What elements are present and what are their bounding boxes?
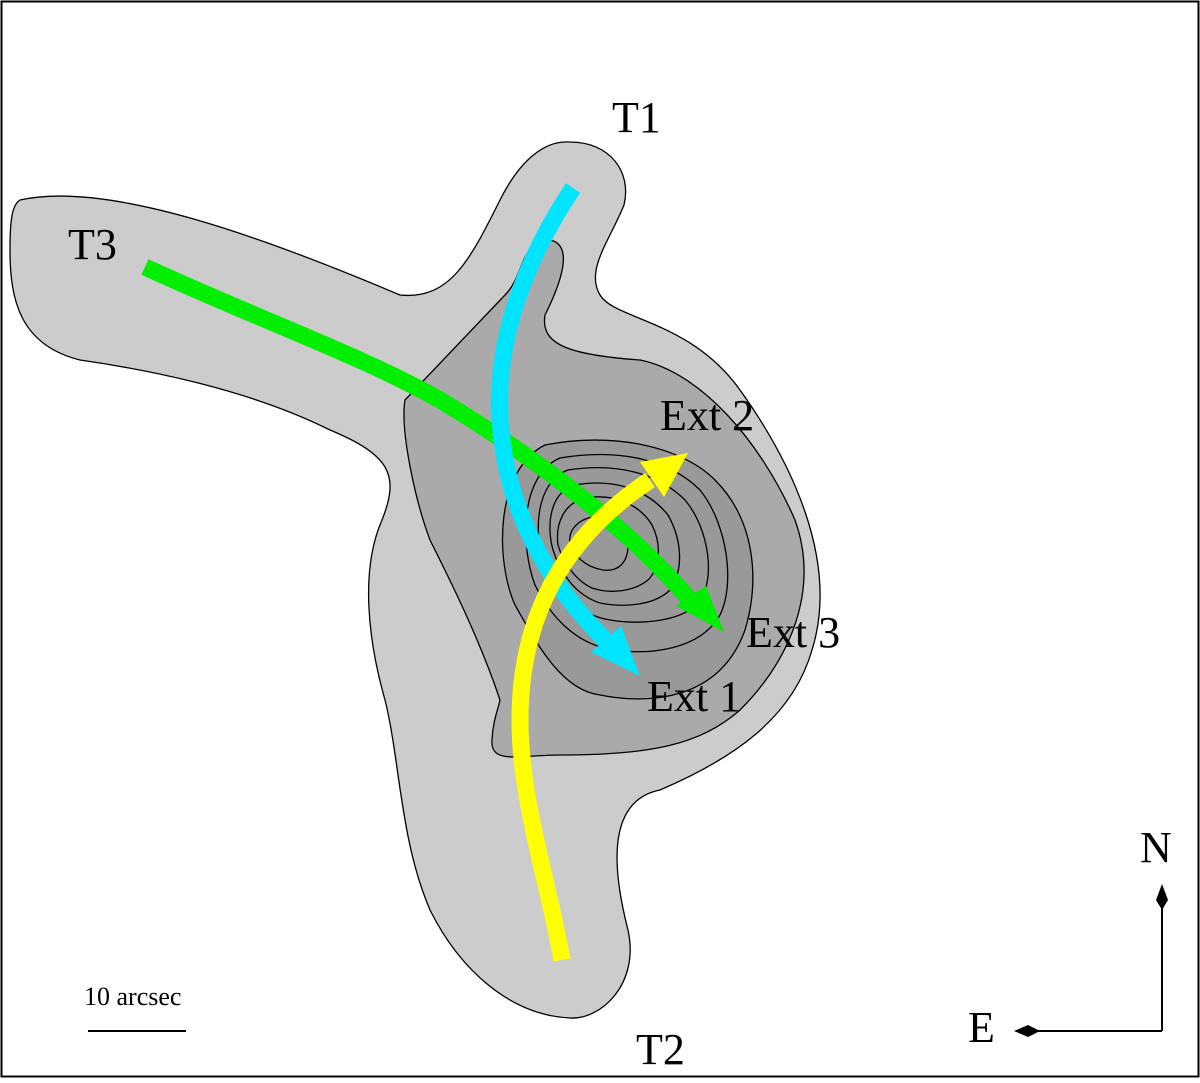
label-t1: T1 bbox=[612, 93, 661, 142]
compass-north-label: N bbox=[1140, 823, 1172, 872]
scale-bar: 10 arcsec bbox=[84, 982, 186, 1032]
label-ext1: Ext 1 bbox=[647, 672, 741, 721]
core-contour-outer bbox=[501, 439, 754, 700]
compass: N E bbox=[968, 823, 1172, 1052]
t3-trajectory-arrow bbox=[141, 259, 724, 632]
north-arrow-icon bbox=[1156, 884, 1168, 910]
label-ext3: Ext 3 bbox=[746, 608, 840, 657]
east-arrow-icon bbox=[1014, 1025, 1040, 1037]
compass-east-label: E bbox=[968, 1003, 995, 1052]
core-contour-5 bbox=[556, 496, 659, 592]
core-contour-4 bbox=[549, 482, 681, 606]
label-t2: T2 bbox=[636, 1025, 685, 1074]
label-ext2: Ext 2 bbox=[660, 391, 754, 440]
core-contour-2 bbox=[525, 453, 729, 653]
scale-bar-label: 10 arcsec bbox=[84, 982, 181, 1011]
t2-trajectory-arrow bbox=[511, 453, 688, 962]
label-t3: T3 bbox=[68, 220, 117, 269]
